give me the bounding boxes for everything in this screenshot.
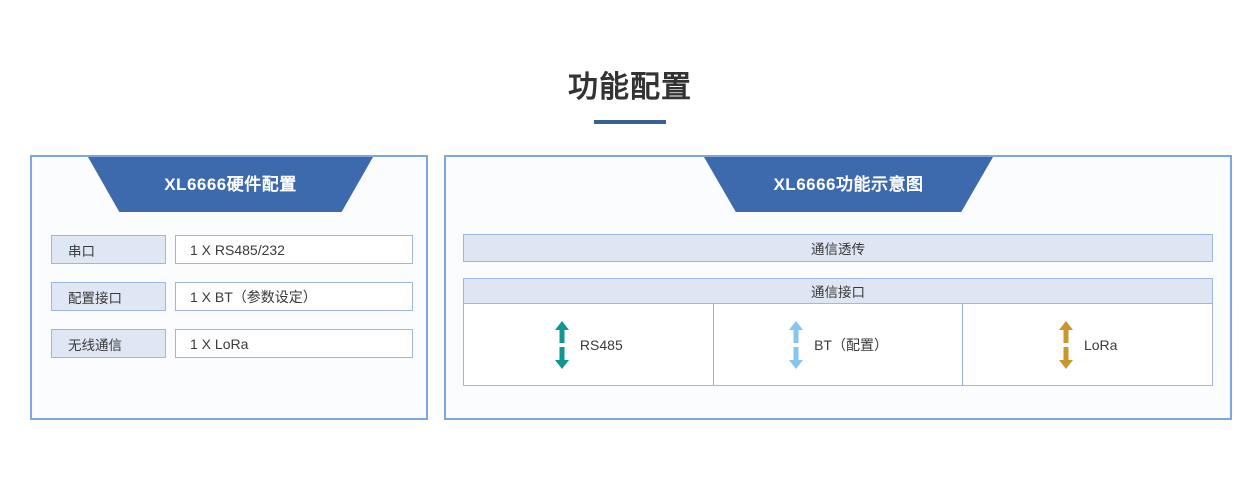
table-row: 串口 1 X RS485/232 <box>51 235 413 264</box>
double-arrow-vertical-icon <box>1058 320 1074 369</box>
spec-label-serial-port: 串口 <box>51 235 166 264</box>
spec-label-wireless: 无线通信 <box>51 329 166 358</box>
double-arrow-vertical-icon <box>554 320 570 369</box>
interface-column-bt: BT（配置） <box>714 304 964 385</box>
spec-label-config-interface: 配置接口 <box>51 282 166 311</box>
port-rs485: RS485 <box>554 320 623 369</box>
double-arrow-vertical-icon <box>788 320 804 369</box>
function-diagram-banner: XL6666功能示意图 <box>704 157 993 212</box>
hardware-config-banner-label: XL6666硬件配置 <box>164 175 297 194</box>
port-label-bt: BT（配置） <box>814 336 888 353</box>
table-row: 无线通信 1 X LoRa <box>51 329 413 358</box>
bar-spacer <box>463 262 1213 278</box>
title-underline <box>594 120 666 124</box>
port-bt: BT（配置） <box>788 320 888 369</box>
hardware-config-banner: XL6666硬件配置 <box>88 157 373 212</box>
function-diagram-banner-label: XL6666功能示意图 <box>773 175 924 194</box>
spec-value-config-interface: 1 X BT（参数设定） <box>175 282 413 311</box>
hardware-spec-table: 串口 1 X RS485/232 配置接口 1 X BT（参数设定） 无线通信 … <box>51 235 413 358</box>
function-diagram-panel: XL6666功能示意图 通信透传 通信接口 <box>444 155 1232 420</box>
page-title: 功能配置 <box>568 71 692 104</box>
function-diagram: 通信透传 通信接口 RS485 <box>463 234 1213 386</box>
table-row: 配置接口 1 X BT（参数设定） <box>51 282 413 311</box>
interface-block: 通信接口 RS485 <box>463 278 1213 386</box>
port-label-lora: LoRa <box>1083 336 1118 353</box>
spec-value-wireless: 1 X LoRa <box>175 329 413 358</box>
hardware-config-panel: XL6666硬件配置 串口 1 X RS485/232 配置接口 1 X BT（… <box>30 155 428 420</box>
page-title-block: 功能配置 <box>0 68 1260 124</box>
interface-column-lora: LoRa <box>963 304 1212 385</box>
port-lora: LoRa <box>1058 320 1118 369</box>
port-label-rs485: RS485 <box>579 336 623 353</box>
interface-columns: RS485 BT（配置） <box>464 304 1212 385</box>
transparent-transmission-bar: 通信透传 <box>463 234 1213 262</box>
interface-column-rs485: RS485 <box>464 304 714 385</box>
spec-value-serial-port: 1 X RS485/232 <box>175 235 413 264</box>
interface-block-header: 通信接口 <box>464 279 1212 304</box>
